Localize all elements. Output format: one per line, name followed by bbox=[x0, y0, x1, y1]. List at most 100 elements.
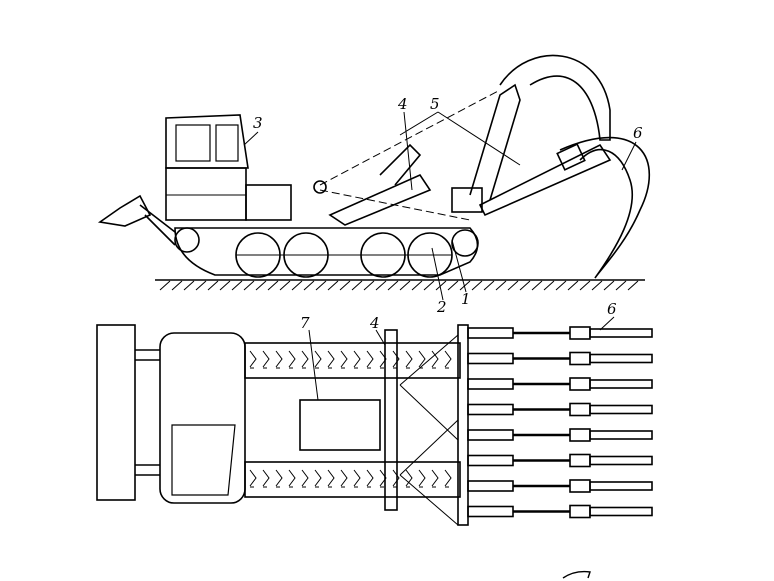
tread-link bbox=[366, 469, 374, 488]
tread-link bbox=[288, 350, 296, 369]
hatch-mark bbox=[591, 280, 603, 291]
tread-link bbox=[314, 469, 322, 488]
label-frame: 2 bbox=[437, 298, 447, 316]
stray-mark bbox=[562, 570, 591, 579]
ripper-tooth-side bbox=[559, 136, 650, 279]
cab bbox=[165, 114, 249, 169]
tread-link bbox=[392, 350, 400, 369]
tooth-tip bbox=[589, 481, 653, 491]
ground-hatch bbox=[159, 280, 639, 291]
label-ripper-tooth: 6 bbox=[633, 124, 643, 142]
tooth-holder bbox=[569, 326, 591, 340]
hatch-mark bbox=[387, 280, 399, 291]
hatch-mark bbox=[627, 280, 639, 291]
label-cab: 3 bbox=[253, 114, 263, 132]
tread-link bbox=[314, 350, 322, 369]
tread-link bbox=[431, 469, 439, 488]
tread-link bbox=[444, 469, 452, 488]
ripper-mount bbox=[451, 187, 483, 213]
label-link: 5 bbox=[430, 95, 440, 113]
tooth-shank bbox=[467, 352, 514, 365]
tread-link bbox=[340, 350, 348, 369]
tread-link bbox=[301, 350, 309, 369]
tread-link bbox=[288, 469, 296, 488]
tooth-tip bbox=[589, 430, 653, 440]
hatch-mark bbox=[327, 280, 339, 291]
tread-link bbox=[353, 350, 361, 369]
tread-link bbox=[366, 350, 374, 369]
tread-link bbox=[379, 469, 387, 488]
label-ripper-tooth-top: 6 bbox=[607, 300, 617, 318]
tread-link bbox=[327, 350, 335, 369]
hatch-mark bbox=[363, 280, 375, 291]
drive-unit bbox=[299, 399, 381, 451]
tooth-holder bbox=[569, 428, 591, 442]
hatch-mark bbox=[171, 280, 183, 291]
tread-link bbox=[379, 350, 387, 369]
label-cylinder: 4 bbox=[398, 95, 408, 113]
side-view bbox=[97, 54, 650, 301]
tread-link bbox=[405, 350, 413, 369]
tooth-tip bbox=[589, 455, 653, 466]
hatch-mark bbox=[567, 280, 579, 291]
label-cylinder-top: 4 bbox=[370, 314, 380, 332]
tread-link bbox=[275, 469, 283, 488]
hatch-mark bbox=[555, 280, 567, 291]
tooth-shank bbox=[467, 327, 514, 339]
tooth-tip bbox=[589, 379, 653, 389]
hatch-mark bbox=[375, 280, 387, 291]
dozer-blade bbox=[97, 194, 152, 227]
track-outline bbox=[174, 227, 479, 276]
tread-link bbox=[353, 469, 361, 488]
tread-link bbox=[262, 350, 270, 369]
hatch-mark bbox=[315, 280, 327, 291]
tooth-tip bbox=[589, 506, 653, 517]
hatch-mark bbox=[519, 280, 531, 291]
raised-position-lines bbox=[319, 89, 501, 221]
hatch-mark bbox=[303, 280, 315, 291]
tooth-tip bbox=[589, 328, 653, 338]
tread-link bbox=[444, 350, 452, 369]
engine-cab-top bbox=[159, 332, 246, 504]
tread-link bbox=[327, 469, 335, 488]
hatch-mark bbox=[483, 280, 495, 291]
tooth-holder bbox=[569, 377, 591, 391]
tooth-shank bbox=[467, 378, 514, 390]
hatch-mark bbox=[615, 280, 627, 291]
tread-link bbox=[249, 469, 257, 488]
tread-link bbox=[301, 469, 309, 488]
ripper-beam bbox=[478, 143, 612, 217]
tread-link bbox=[392, 469, 400, 488]
crossbeam bbox=[384, 329, 398, 511]
hatch-mark bbox=[255, 280, 267, 291]
top-view bbox=[96, 316, 653, 526]
hatch-mark bbox=[471, 280, 483, 291]
tooth-shank bbox=[467, 429, 514, 441]
leader-lines-top bbox=[308, 316, 615, 401]
tooth-holder bbox=[569, 453, 591, 468]
front-blade-top bbox=[96, 324, 136, 501]
engine-hood bbox=[165, 167, 247, 221]
tooth-holder bbox=[569, 504, 591, 519]
raised-tooth bbox=[499, 54, 611, 141]
hatch-mark bbox=[219, 280, 231, 291]
tread-link bbox=[431, 350, 439, 369]
hatch-mark bbox=[195, 280, 207, 291]
hatch-mark bbox=[507, 280, 519, 291]
hatch-mark bbox=[423, 280, 435, 291]
label-drive: 7 bbox=[300, 314, 310, 332]
label-track: 1 bbox=[461, 290, 471, 308]
hatch-mark bbox=[399, 280, 411, 291]
hatch-mark bbox=[411, 280, 423, 291]
tread-link bbox=[262, 469, 270, 488]
ripper-teeth-top bbox=[467, 326, 653, 519]
hatch-mark bbox=[159, 280, 171, 291]
blade-arms bbox=[139, 204, 176, 246]
tread-link bbox=[405, 469, 413, 488]
tooth-shank bbox=[467, 454, 514, 467]
hatch-mark bbox=[495, 280, 507, 291]
tooth-tip bbox=[589, 404, 653, 415]
tooth-shank bbox=[467, 403, 514, 416]
hatch-mark bbox=[435, 280, 447, 291]
